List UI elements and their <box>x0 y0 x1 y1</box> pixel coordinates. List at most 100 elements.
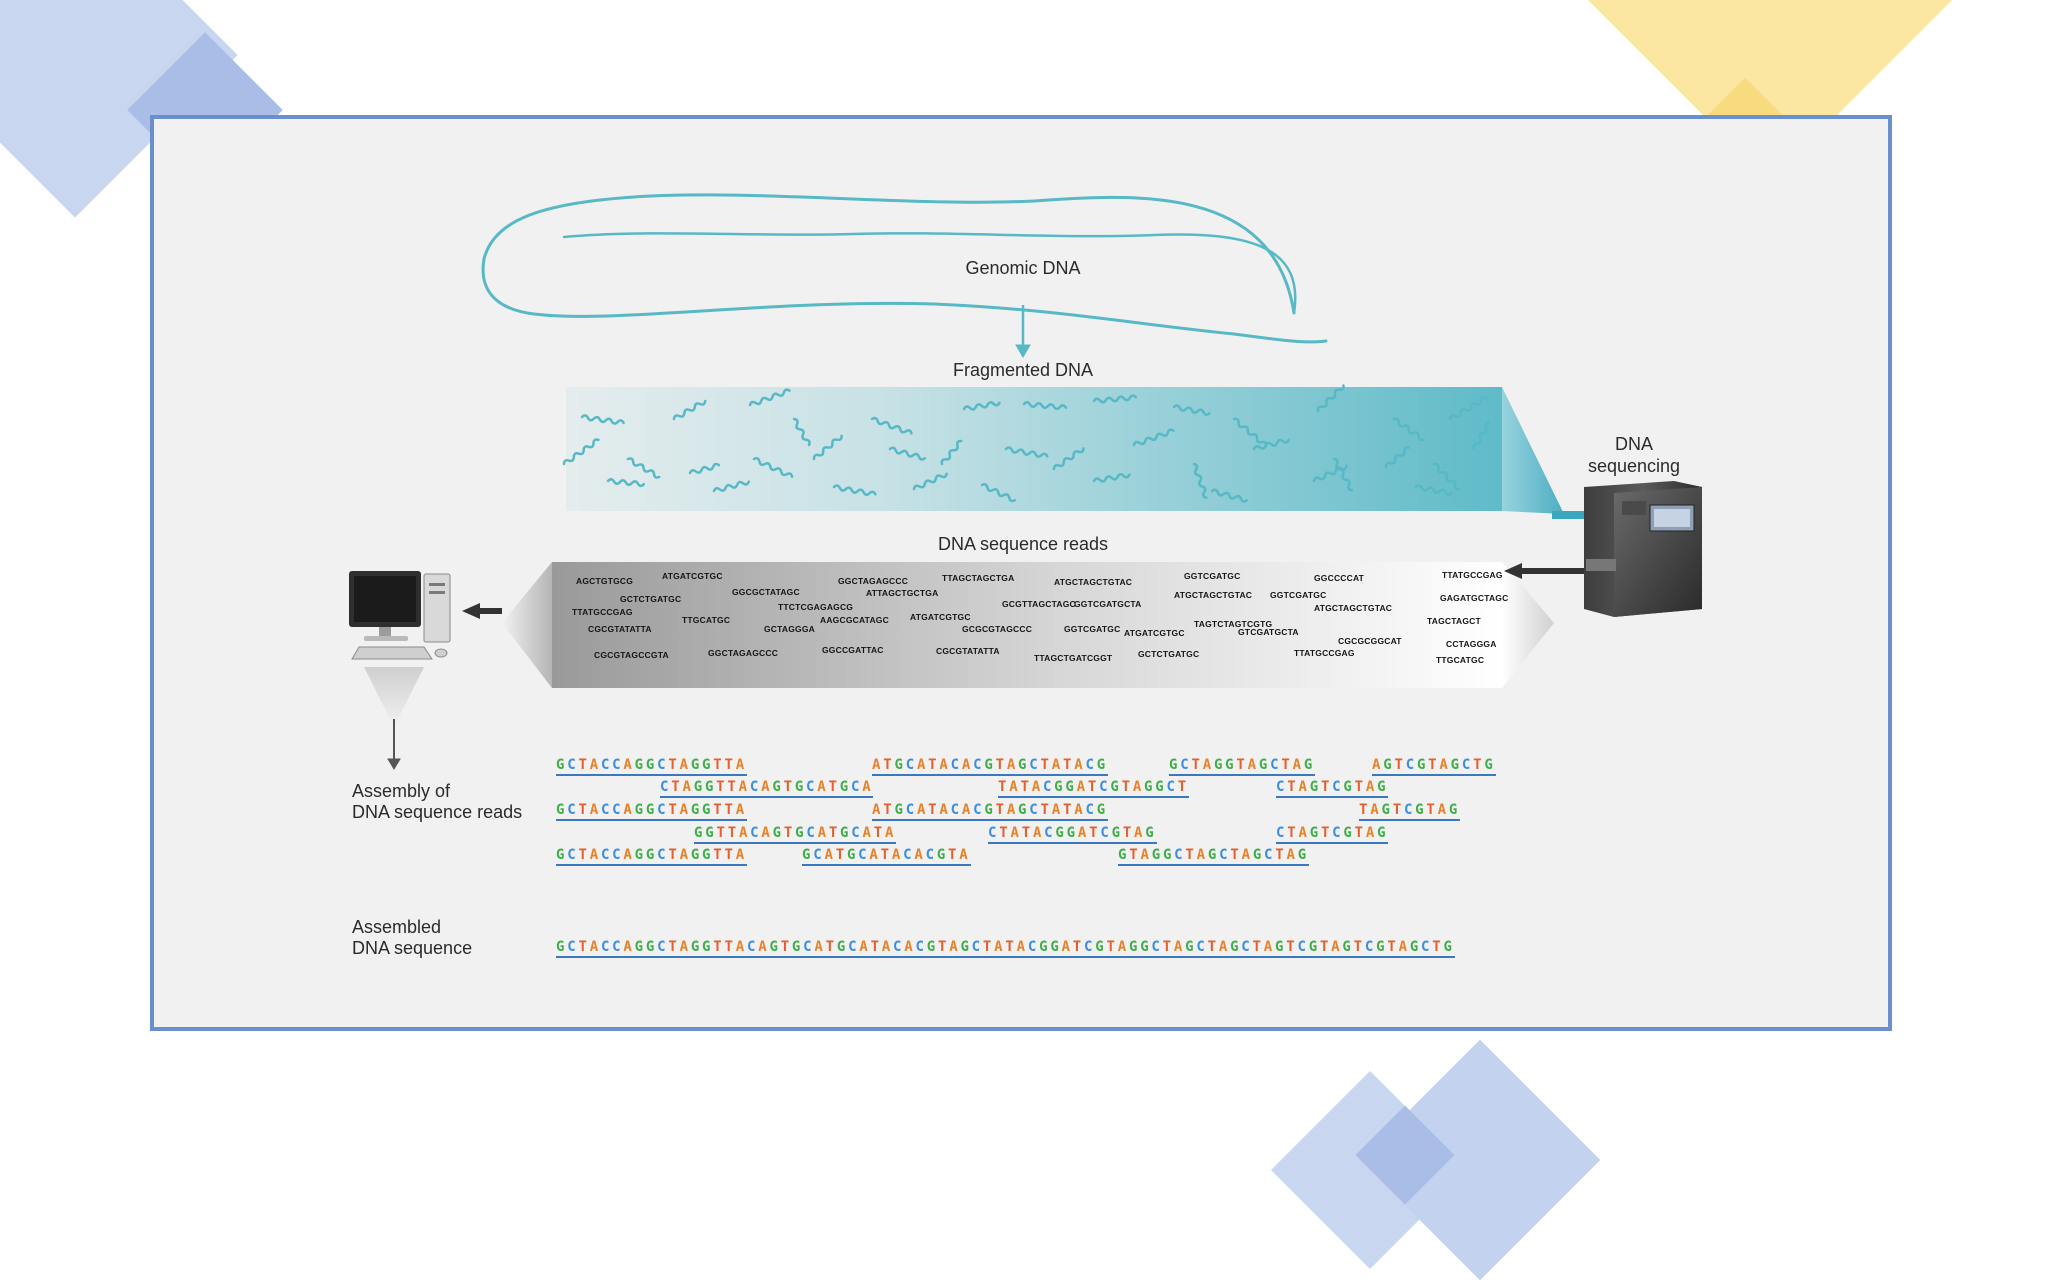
dna-strand-icon <box>888 446 927 461</box>
assembly-read: CTAGTCGTAG <box>1276 779 1389 798</box>
sequence-read: TTATGCCGAG <box>1442 570 1503 580</box>
assembly-read: GCTAGGTAGCTAG <box>1169 757 1316 776</box>
sequence-read: GGCCGATTAC <box>822 645 884 655</box>
dna-strand-icon <box>688 462 721 475</box>
assembly-read: GCTACCAGGCTAGGTTA <box>556 802 747 821</box>
assembly-read: GGTTACAGTGCATGCATA <box>694 825 897 844</box>
assembly-read: TAGTCGTAG <box>1359 802 1461 821</box>
sequence-read: ATGATCGTGC <box>662 571 723 581</box>
assembly-read: TATACGGATCGTAGGCT <box>998 779 1189 798</box>
sequence-read: GGTCGATGC <box>1184 571 1241 581</box>
sequence-read: AGCTGTGCG <box>576 576 634 586</box>
dna-strand-icon <box>748 388 791 407</box>
sequence-read: GGTCGATGCTA <box>1074 599 1142 609</box>
dna-strand-icon <box>1316 384 1345 413</box>
sequence-read: GCGCGTAGCCC <box>962 624 1033 634</box>
dna-strand-icon <box>1022 401 1068 411</box>
arrow-icon <box>1015 305 1031 358</box>
dna-strand-icon <box>1448 396 1488 421</box>
dna-strand-icon <box>606 478 646 488</box>
assembled-sequence: GCTACCAGGCTAGGTTACAGTGCATGCATACACGTAGCTA… <box>556 939 1455 958</box>
sequence-reads-band <box>502 562 1554 688</box>
dna-strand-icon <box>712 480 751 493</box>
genomic-dna-strand <box>481 193 1328 344</box>
assembly-read: GCTACCAGGCTAGGTTA <box>556 847 747 866</box>
label-assembly: Assembly of DNA sequence reads <box>352 781 523 822</box>
sequence-read: GAGATGCTAGC <box>1440 593 1509 603</box>
assembly-read: CTATACGGATCGTAG <box>988 825 1157 844</box>
assembly-read: AGTCGTAGCTG <box>1372 757 1496 776</box>
sequence-read: TTATGCCGAG <box>572 607 633 617</box>
sequence-read: GTCGATGCTA <box>1238 627 1299 637</box>
dna-strand-icon <box>1210 488 1249 503</box>
label-assembled: Assembled DNA sequence <box>352 917 473 958</box>
slide-frame: Genomic DNA Fragmented DNA DNA sequencin… <box>150 115 1892 1031</box>
sequence-read: CGCGTAGCCGTA <box>594 650 669 660</box>
arrow-icon <box>1504 563 1602 579</box>
sequencing-diagram <box>349 193 1702 770</box>
label-fragmented-dna: Fragmented DNA <box>952 360 1094 380</box>
sequence-read: TTATGCCGAG <box>1294 648 1355 658</box>
assembly-read: CTAGTCGTAG <box>1276 825 1389 844</box>
dna-strand-icon <box>672 399 707 421</box>
dna-strand-icon <box>562 438 600 466</box>
sequence-read: TTGCATGC <box>1436 655 1485 665</box>
computer-icon <box>349 571 451 660</box>
dna-sequencer-icon <box>1584 481 1702 617</box>
sequence-read: GCGTTAGCTAGC <box>1002 599 1076 609</box>
arrow-icon <box>462 603 502 619</box>
dna-strand-icon <box>832 484 877 496</box>
dna-strand-icon <box>580 414 625 425</box>
dna-strand-icon <box>626 457 661 479</box>
dna-strand-icon <box>1392 417 1425 442</box>
sequence-read: ATTAGCTGCTGA <box>866 588 939 598</box>
label-genomic-dna: Genomic DNA <box>965 258 1081 278</box>
sequence-read: TTGCATGC <box>682 615 731 625</box>
sequence-read: TAGTCTAGTCGTG <box>1194 619 1273 629</box>
assembly-read: GTAGGCTAGCTAGCTAG <box>1118 847 1309 866</box>
sequence-read: TTAGCTAGCTGA <box>942 573 1015 583</box>
dna-strand-icon <box>1004 446 1049 458</box>
sequence-read: AAGCGCATAGC <box>820 615 889 625</box>
sequence-read: GGCCCCAT <box>1314 573 1365 583</box>
sequence-read: CGCGCGGCAT <box>1338 636 1402 646</box>
sequence-read: CGCGTATATTA <box>936 646 1000 656</box>
assembly-read: GCTACCAGGCTAGGTTA <box>556 757 747 776</box>
fragmented-dna-band <box>562 384 1564 514</box>
dna-strand-icon <box>1092 473 1131 483</box>
sequence-read: GCTCTGATGC <box>620 594 682 604</box>
dna-strand-icon <box>1052 447 1085 471</box>
dna-strand-icon <box>1332 457 1354 492</box>
dna-strand-icon <box>1192 462 1208 500</box>
sequence-read: GCTAGGGA <box>764 624 816 634</box>
sequence-read: TTCTCGAGAGCG <box>778 602 854 612</box>
arrow-icon <box>387 719 401 770</box>
sequence-read: TTAGCTGATCGGT <box>1034 653 1113 663</box>
dna-strand-icon <box>752 457 794 478</box>
dna-strand-icon <box>962 401 1001 411</box>
dna-strand-icon <box>1232 417 1268 448</box>
dna-strand-icon <box>1092 394 1138 404</box>
label-dna-sequencing: DNA sequencing <box>1587 434 1681 476</box>
sequence-read: TAGCTAGCT <box>1427 616 1481 626</box>
sequence-read: CGCGTATATTA <box>588 624 652 634</box>
sequence-read: GGCTAGAGCCC <box>838 576 909 586</box>
dna-fragments <box>562 384 1491 503</box>
dna-strand-icon <box>940 439 963 466</box>
sequence-read: GGCGCTATAGC <box>732 587 800 597</box>
label-dna-sequence-reads: DNA sequence reads <box>937 534 1109 554</box>
sequence-read: ATGATCGTGC <box>1124 628 1185 638</box>
dna-strand-icon <box>1472 421 1491 451</box>
computer-output-cone <box>364 667 424 727</box>
dna-strand-icon <box>1132 428 1175 447</box>
sequence-read: GGCTAGAGCCC <box>708 648 779 658</box>
dna-strand-icon <box>792 417 811 447</box>
sequence-read: ATGCTAGCTGTAC <box>1054 577 1133 587</box>
sequence-read: GGTCGATGC <box>1064 624 1121 634</box>
assembly-read: ATGCATACACGTAGCTATACG <box>872 802 1108 821</box>
sequence-read: ATGATCGTGC <box>910 612 971 622</box>
dna-strand-icon <box>1384 446 1411 469</box>
sequence-read: ATGCTAGCTGTAC <box>1174 590 1253 600</box>
assembly-read: ATGCATACACGTAGCTATACG <box>872 757 1108 776</box>
dna-strand-icon <box>870 416 913 435</box>
